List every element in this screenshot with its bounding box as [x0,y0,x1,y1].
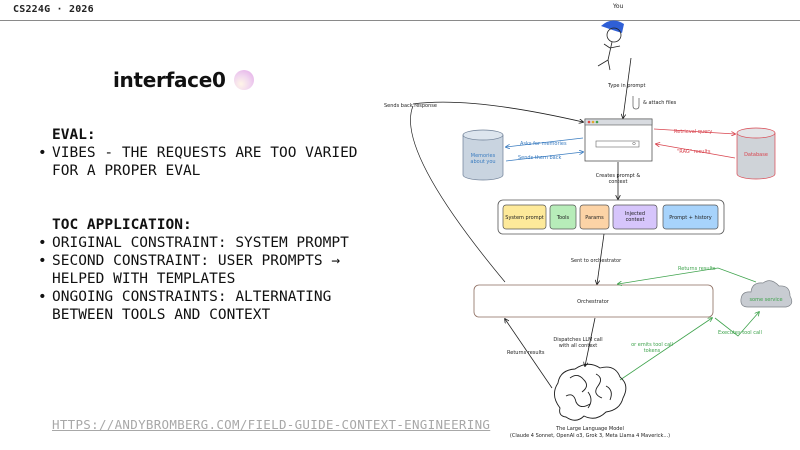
course-label: CS224G · 2026 [13,4,94,15]
context-block-label: Params [585,215,604,221]
search-icon [632,141,636,146]
returns-results-service-label: Returns results [678,266,716,272]
brand: interface0 [113,68,254,92]
source-link[interactable]: HTTPS://ANDYBROMBERG.COM/FIELD-GUIDE-CON… [52,417,491,432]
toc-bullet: ONGOING CONSTRAINTS: ALTERNATING BETWEEN… [36,288,382,324]
sends-them-back-label: Sends them back [518,155,561,161]
memories-database-icon: Memories about you [462,129,504,181]
creates-prompt-label: context [609,179,628,185]
returns-results-llm-label: Returns results [507,350,545,356]
emits-tool-call-label: tokens [644,348,661,354]
llm-label: The Large Language Model [555,426,624,432]
dispatches-label: Dispatches LLM call [553,337,602,343]
cap-icon [601,20,624,33]
memories-label: Memories [471,153,496,159]
context-block-label: context [626,217,645,223]
paperclip-icon [632,96,640,110]
context-block [502,204,547,230]
user-label: You [612,3,624,10]
dispatches-label: with all context [559,343,598,349]
database-label: Database [744,152,768,158]
search-field [595,140,640,148]
eval-title: EVAL: [52,127,96,143]
context-block [612,204,658,230]
gradient-orb-icon [233,70,254,90]
context-block [662,204,719,230]
toc-title: TOC APPLICATION: [52,217,192,233]
retrieval-query-label: Retrieval query [674,129,712,135]
user-stick-figure-icon: You [597,3,624,71]
context-block-label: System prompt [505,215,543,221]
some-service-label: some service [749,297,782,303]
executes-tool-call-label: Executes tool call [718,330,762,336]
orchestrator-label: Orchestrator [577,299,610,305]
toc-bullet: ORIGINAL CONSTRAINT: SYSTEM PROMPT [36,234,382,252]
toc-bullet: SECOND CONSTRAINT: USER PROMPTS → HELPED… [36,252,382,288]
emits-tool-call-label: or emits tool call [631,342,673,348]
database-icon: Database [736,127,776,180]
slide-header: CS224G · 2026 [0,0,800,21]
rag-results-label: "RAG" results [677,149,711,155]
type-prompt-label: Type in prompt [607,83,645,89]
cloud-service-icon: some service [740,280,793,308]
browser-window-icon [584,118,653,162]
context-block [549,204,577,230]
sends-back-response-label: Sends back response [384,103,437,109]
context-block-label: Prompt + history [669,215,712,221]
memories-label: about you [470,159,495,165]
context-block-label: Injected [625,211,645,217]
brain-icon [554,363,627,421]
asks-for-memories-label: Asks for memories [520,141,567,147]
context-block-label: Tools [556,215,570,221]
orchestrator-box [473,284,714,318]
context-block [579,204,610,230]
brand-name: interface0 [113,68,226,92]
llm-models-label: (Claude 4 Sonnet, OpenAI o3, Grok 3, Met… [510,433,670,439]
sent-to-orchestrator-label: Sent to orchestrator [571,258,622,264]
eval-bullet: VIBES - THE REQUESTS ARE TOO VARIED FOR … [36,144,382,180]
slide-content: EVAL: VIBES - THE REQUESTS ARE TOO VARIE… [36,126,382,324]
attach-files-label: & attach files [643,100,677,106]
creates-prompt-label: Creates prompt & [596,173,641,179]
